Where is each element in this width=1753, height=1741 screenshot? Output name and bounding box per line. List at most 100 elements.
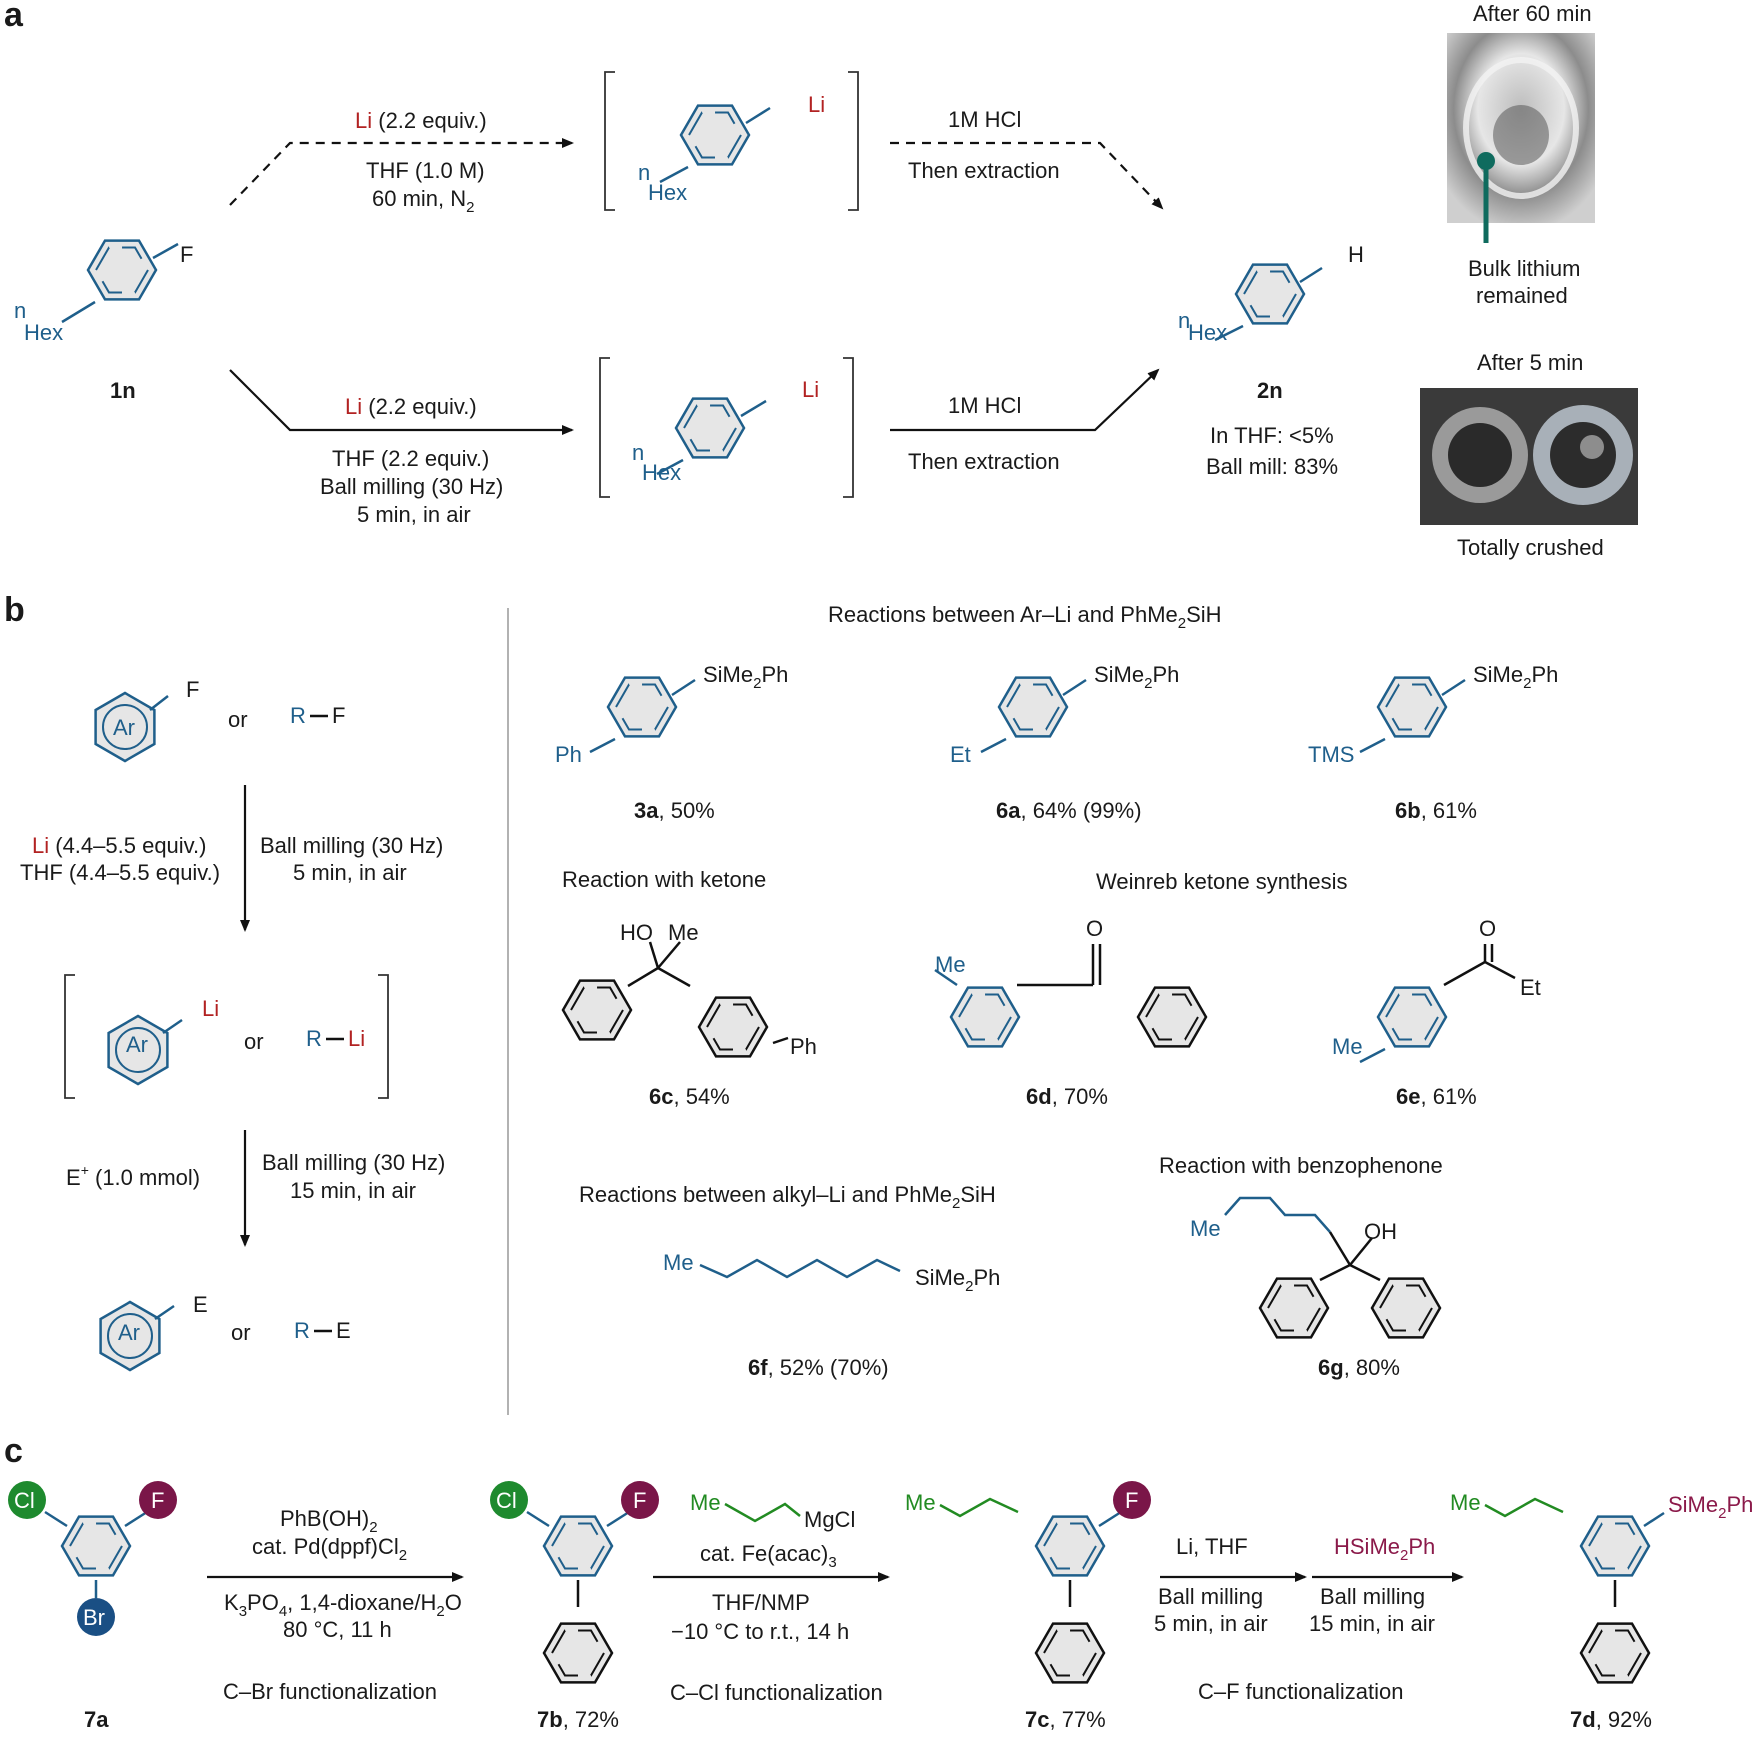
svg-text:Me: Me	[1190, 1216, 1221, 1241]
photo2-caption: Totally crushed	[1457, 535, 1604, 560]
compound-7c: Me F 7c, 77%	[905, 1481, 1151, 1732]
label-7a: 7a	[84, 1707, 109, 1732]
label-3a: 3a, 50%	[634, 798, 715, 823]
intermediate-top: Li n Hex	[604, 71, 859, 211]
svg-text:n: n	[1178, 308, 1190, 333]
svg-text:−10 °C to r.t., 14 h: −10 °C to r.t., 14 h	[671, 1619, 849, 1644]
bottom-condition-1: THF (2.2 equiv.)	[332, 446, 489, 471]
fluorine-badge-7a: F	[151, 1488, 164, 1513]
photo1-title: After 60 min	[1473, 1, 1592, 26]
photo-after-5-min	[1420, 388, 1638, 525]
svg-text:Hex: Hex	[648, 180, 687, 205]
svg-text:F: F	[633, 1488, 646, 1513]
bottom-hcl: 1M HCl	[948, 393, 1021, 418]
compound-7d: Me SiMe2Ph 7d, 92%	[1450, 1490, 1753, 1732]
svg-text:R: R	[306, 1026, 322, 1051]
compound-6d: O Me 6d, 70%	[934, 916, 1208, 1109]
svg-text:n: n	[632, 440, 644, 465]
top-condition-1: THF (1.0 M)	[366, 158, 485, 183]
lithium-label-top: Li	[808, 92, 825, 117]
svg-text:80 °C, 11 h: 80 °C, 11 h	[283, 1617, 392, 1642]
svg-text:Et: Et	[950, 742, 971, 767]
svg-text:15 min, in air: 15 min, in air	[1309, 1611, 1435, 1636]
intermediate-bottom: Li n Hex	[599, 357, 854, 498]
svg-text:F: F	[186, 677, 199, 702]
photo1-caption-2: remained	[1476, 283, 1568, 308]
svg-text:Cl: Cl	[496, 1488, 517, 1513]
svg-text:cat. Pd(dppf)Cl2: cat. Pd(dppf)Cl2	[252, 1534, 407, 1564]
svg-text:Me: Me	[1450, 1490, 1481, 1515]
panel-label-b: b	[4, 591, 25, 629]
svg-text:Li, THF: Li, THF	[1176, 1534, 1248, 1559]
label-6a: 6a, 64% (99%)	[996, 798, 1142, 823]
label-6c: 6c, 54%	[649, 1084, 730, 1109]
label-7b: 7b, 72%	[537, 1707, 619, 1732]
section-title-arli: Reactions between Ar–Li and PhMe2SiH	[828, 602, 1222, 632]
svg-text:cat. Fe(acac)3: cat. Fe(acac)3	[700, 1541, 837, 1571]
compound-6e: O Et Me 6e, 61%	[1332, 916, 1541, 1109]
compound-6b: SiMe2Ph TMS 6b, 61%	[1308, 662, 1558, 823]
svg-text:Li: Li	[348, 1026, 365, 1051]
lithium-label-bottom: Li	[802, 377, 819, 402]
svg-text:O: O	[1479, 916, 1496, 941]
b-ball-milling-2: Ball milling (30 Hz)	[262, 1150, 445, 1175]
svg-text:Me: Me	[935, 952, 966, 977]
ar-label-1: Ar	[113, 715, 135, 740]
panel-b: b Ar F or R F Li (4.4–5.5 equiv.) THF (4…	[4, 591, 1558, 1415]
b-electrophile: E+ (1.0 mmol)	[66, 1162, 200, 1190]
svg-text:HO: HO	[620, 920, 653, 945]
svg-text:F: F	[1125, 1488, 1138, 1513]
compound-3a: SiMe2Ph Ph 3a, 50%	[555, 662, 788, 823]
b-time-2: 15 min, in air	[290, 1178, 416, 1203]
svg-text:n: n	[14, 298, 26, 323]
top-condition-2: 60 min, N2	[372, 186, 475, 216]
svg-text:THF/NMP: THF/NMP	[712, 1590, 810, 1615]
label-6e: 6e, 61%	[1396, 1084, 1477, 1109]
svg-text:F: F	[332, 703, 345, 728]
compound-6c: HO Me Ph 6c, 54%	[561, 920, 817, 1109]
svg-text:Ar: Ar	[126, 1032, 148, 1057]
svg-text:SiMe2Ph: SiMe2Ph	[1473, 662, 1558, 692]
svg-text:5 min, in air: 5 min, in air	[1154, 1611, 1268, 1636]
bottom-extraction: Then extraction	[908, 449, 1060, 474]
svg-text:SiMe2Ph: SiMe2Ph	[703, 662, 788, 692]
func-c-br: C–Br functionalization	[223, 1679, 437, 1704]
b-time-1: 5 min, in air	[293, 860, 407, 885]
svg-text:or: or	[231, 1320, 251, 1345]
svg-text:Et: Et	[1520, 975, 1541, 1000]
chlorine-badge-7a: Cl	[14, 1488, 35, 1513]
svg-text:Ph: Ph	[555, 742, 582, 767]
compound-6a: SiMe2Ph Et 6a, 64% (99%)	[950, 662, 1179, 823]
label-6d: 6d, 70%	[1026, 1084, 1108, 1109]
panel-a: a F n Hex 1n Li (2.2 equiv.) THF (1.0 M)…	[4, 0, 1638, 560]
b-ball-milling-1: Ball milling (30 Hz)	[260, 833, 443, 858]
section-title-ketone: Reaction with ketone	[562, 867, 766, 892]
svg-text:Ball milling: Ball milling	[1158, 1584, 1263, 1609]
func-c-f: C–F functionalization	[1198, 1679, 1403, 1704]
svg-text:SiMe2Ph: SiMe2Ph	[915, 1265, 1000, 1295]
compound-7a: Cl F Br 7a	[8, 1481, 177, 1732]
svg-text:Ar: Ar	[118, 1320, 140, 1345]
svg-text:n: n	[638, 160, 650, 185]
svg-text:SiMe2Ph: SiMe2Ph	[1668, 1492, 1753, 1522]
photo-after-60-min	[1447, 33, 1595, 243]
svg-text:Me: Me	[1332, 1034, 1363, 1059]
svg-text:Me: Me	[905, 1490, 936, 1515]
panel-label-a: a	[4, 0, 24, 34]
svg-text:PhB(OH)2: PhB(OH)2	[280, 1506, 378, 1536]
svg-text:TMS: TMS	[1308, 742, 1354, 767]
section-title-alkyl: Reactions between alkyl–Li and PhMe2SiH	[579, 1182, 996, 1212]
compound-6g: Me OH 6g, 80%	[1190, 1196, 1442, 1380]
svg-text:Me: Me	[663, 1250, 694, 1275]
svg-text:Li: Li	[202, 996, 219, 1021]
label-6b: 6b, 61%	[1395, 798, 1477, 823]
compound-7b: Cl F 7b, 72%	[490, 1481, 659, 1732]
hydrogen-label: H	[1348, 242, 1364, 267]
b-li-reagent: Li (4.4–5.5 equiv.)	[32, 833, 206, 858]
panel-c: c Cl F Br 7a PhB(OH)2 cat. Pd(dppf)Cl2 K…	[4, 1432, 1753, 1732]
svg-text:Hex: Hex	[1188, 320, 1227, 345]
svg-text:Me: Me	[690, 1490, 721, 1515]
svg-text:O: O	[1086, 916, 1103, 941]
func-c-cl: C–Cl functionalization	[670, 1680, 883, 1705]
